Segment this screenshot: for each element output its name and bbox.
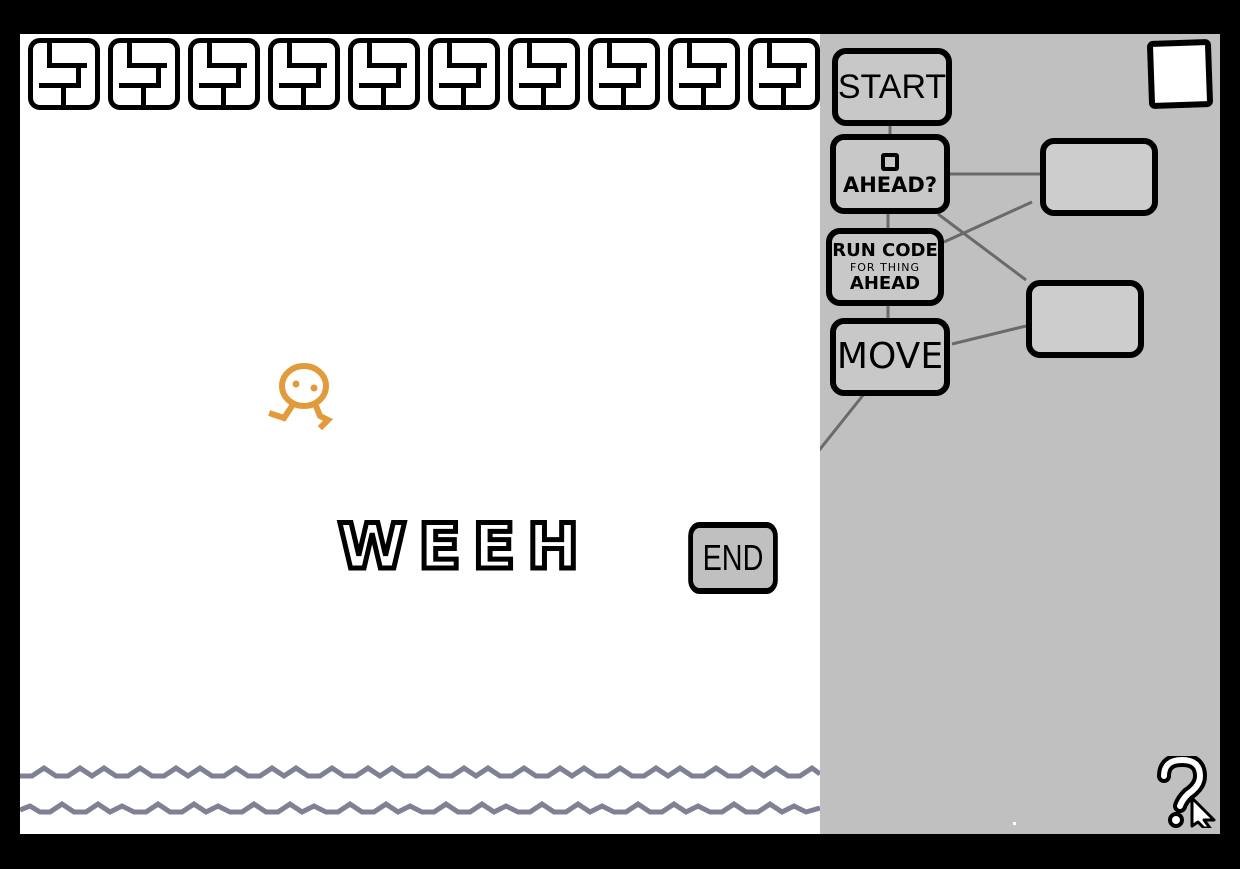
player-character-icon	[268, 363, 334, 431]
brick-tile	[508, 38, 580, 110]
start-label: START	[837, 68, 947, 106]
brick-tile	[668, 38, 740, 110]
move-node[interactable]: MOVE	[830, 318, 950, 396]
run-code-line1: RUN CODE	[832, 239, 938, 261]
run-code-line3: AHEAD	[849, 272, 921, 294]
brick-tile	[28, 38, 100, 110]
help-question-icon[interactable]	[1156, 756, 1218, 828]
run-code-line2: FOR THING	[849, 260, 921, 274]
banner-letter: W	[335, 510, 413, 583]
weeh-banner: W E E H	[335, 510, 585, 583]
move-label: MOVE	[836, 336, 944, 377]
banner-letter: E	[416, 510, 467, 583]
ahead-condition-node[interactable]: AHEAD?	[830, 134, 950, 214]
end-label: END	[702, 537, 764, 578]
brick-tile	[268, 38, 340, 110]
brick-tile	[188, 38, 260, 110]
end-node[interactable]: END	[688, 522, 778, 594]
brick-tile	[348, 38, 420, 110]
brick-wall	[24, 34, 820, 116]
brick-tile	[588, 38, 660, 110]
empty-slot[interactable]	[1026, 280, 1144, 358]
code-panel[interactable]: START AHEAD? RUN CODE FOR THING AHEAD MO…	[820, 34, 1220, 834]
brick-tile	[428, 38, 500, 110]
marker-dot	[1013, 822, 1016, 825]
run-code-node[interactable]: RUN CODE FOR THING AHEAD	[826, 228, 944, 306]
empty-slot[interactable]	[1040, 138, 1158, 216]
white-square-icon[interactable]	[1146, 38, 1214, 110]
water-wave-top	[20, 764, 820, 780]
water-wave-bottom	[20, 800, 820, 815]
node-connections	[820, 126, 1040, 452]
banner-letter: H	[525, 510, 585, 583]
brick-tile	[748, 38, 820, 110]
brick-tile	[108, 38, 180, 110]
game-area[interactable]: W E E H END	[20, 34, 820, 834]
ahead-label: AHEAD?	[842, 172, 938, 197]
start-node[interactable]: START	[832, 48, 952, 126]
banner-letter: E	[470, 510, 522, 583]
square-icon	[881, 152, 899, 171]
